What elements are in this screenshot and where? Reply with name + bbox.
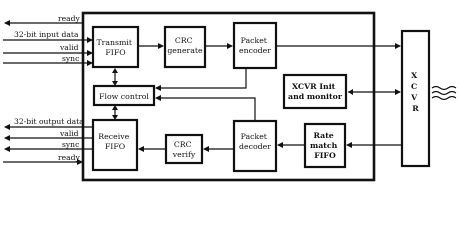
receive-fifo-line1: Receive <box>98 132 129 141</box>
crc-generate-line2: generate <box>167 46 203 55</box>
transmit-fifo-line1: Transmit <box>96 38 132 47</box>
rate-match-line3: FIFO <box>314 151 336 160</box>
arrowhead-down-flow <box>112 81 118 86</box>
packet-decoder-text: Packet decoder <box>239 132 271 151</box>
xcvr-letter-c: C <box>411 82 417 91</box>
xcvr-letter-x: X <box>411 71 418 80</box>
xcvr-init-box <box>282 73 348 110</box>
packet-decoder-line2: decoder <box>239 142 271 151</box>
xcvr-box <box>400 29 431 168</box>
crc-generate-box <box>163 25 207 69</box>
receive-fifo-line2: FIFO <box>105 142 125 151</box>
chip-boundary <box>81 11 376 182</box>
ready-bottom-label: ready <box>58 153 81 162</box>
rate-match-line2: match <box>310 141 338 150</box>
xcvr-letter-v: V <box>410 93 418 102</box>
receive-fifo-text: Receive FIFO <box>98 132 131 151</box>
packet-decoder-box <box>232 119 278 173</box>
ready-top-label: ready <box>58 14 81 23</box>
sync-top-label: sync <box>62 54 79 63</box>
flow-control-label: Flow control <box>99 92 149 101</box>
input-data-label: 32-bit input data <box>14 30 79 39</box>
serial-wave-1 <box>431 85 457 91</box>
transmit-fifo-text: Transmit FIFO <box>96 38 134 57</box>
packet-encoder-box <box>232 21 278 70</box>
serial-wave-3 <box>431 95 457 101</box>
crc-verify-text: CRC verify <box>172 140 196 159</box>
crc-verify-line1: CRC <box>174 140 192 149</box>
transmit-fifo-line2: FIFO <box>105 48 125 57</box>
valid-bottom-label: valid <box>59 129 79 138</box>
output-data-label: 32-bit output data <box>14 117 84 126</box>
rate-match-line1: Rate <box>314 131 334 140</box>
serial-wave-2 <box>431 90 457 96</box>
arrow-decoder-to-flow <box>155 95 256 121</box>
sync-bottom-label: sync <box>62 140 79 149</box>
transmit-fifo-box <box>91 25 140 69</box>
arrowhead-xcvr-to-init <box>348 89 353 95</box>
valid-top-label: valid <box>59 43 79 52</box>
flow-control-box <box>92 84 156 107</box>
packet-encoder-text: Packet encoder <box>239 36 271 55</box>
xcvr-letter-r: R <box>412 104 419 113</box>
crc-generate-text: CRC generate <box>167 36 203 55</box>
arrowhead-up-txfifo <box>112 68 118 73</box>
diagram-canvas: ready 32-bit input data valid sync 32-bi… <box>3 11 457 182</box>
arrowhead-down-rxfifo <box>112 115 118 120</box>
xcvr-init-line1: XCVR Init <box>292 82 336 91</box>
packet-encoder-line2: encoder <box>239 46 271 55</box>
packet-decoder-line1: Packet <box>241 132 268 141</box>
block-diagram: ready 32-bit input data valid sync 32-bi… <box>3 11 457 182</box>
xcvr-text: X C V R <box>410 71 420 113</box>
xcvr-init-text: XCVR Init and monitor <box>288 82 343 101</box>
xcvr-init-line2: and monitor <box>288 92 343 101</box>
arrowhead-up-flow <box>112 105 118 110</box>
crc-verify-line2: verify <box>172 150 196 159</box>
crc-generate-line1: CRC <box>175 36 193 45</box>
arrow-encoder-to-flow <box>155 68 247 91</box>
packet-encoder-line1: Packet <box>241 36 268 45</box>
rate-match-text: Rate match FIFO <box>310 131 340 160</box>
